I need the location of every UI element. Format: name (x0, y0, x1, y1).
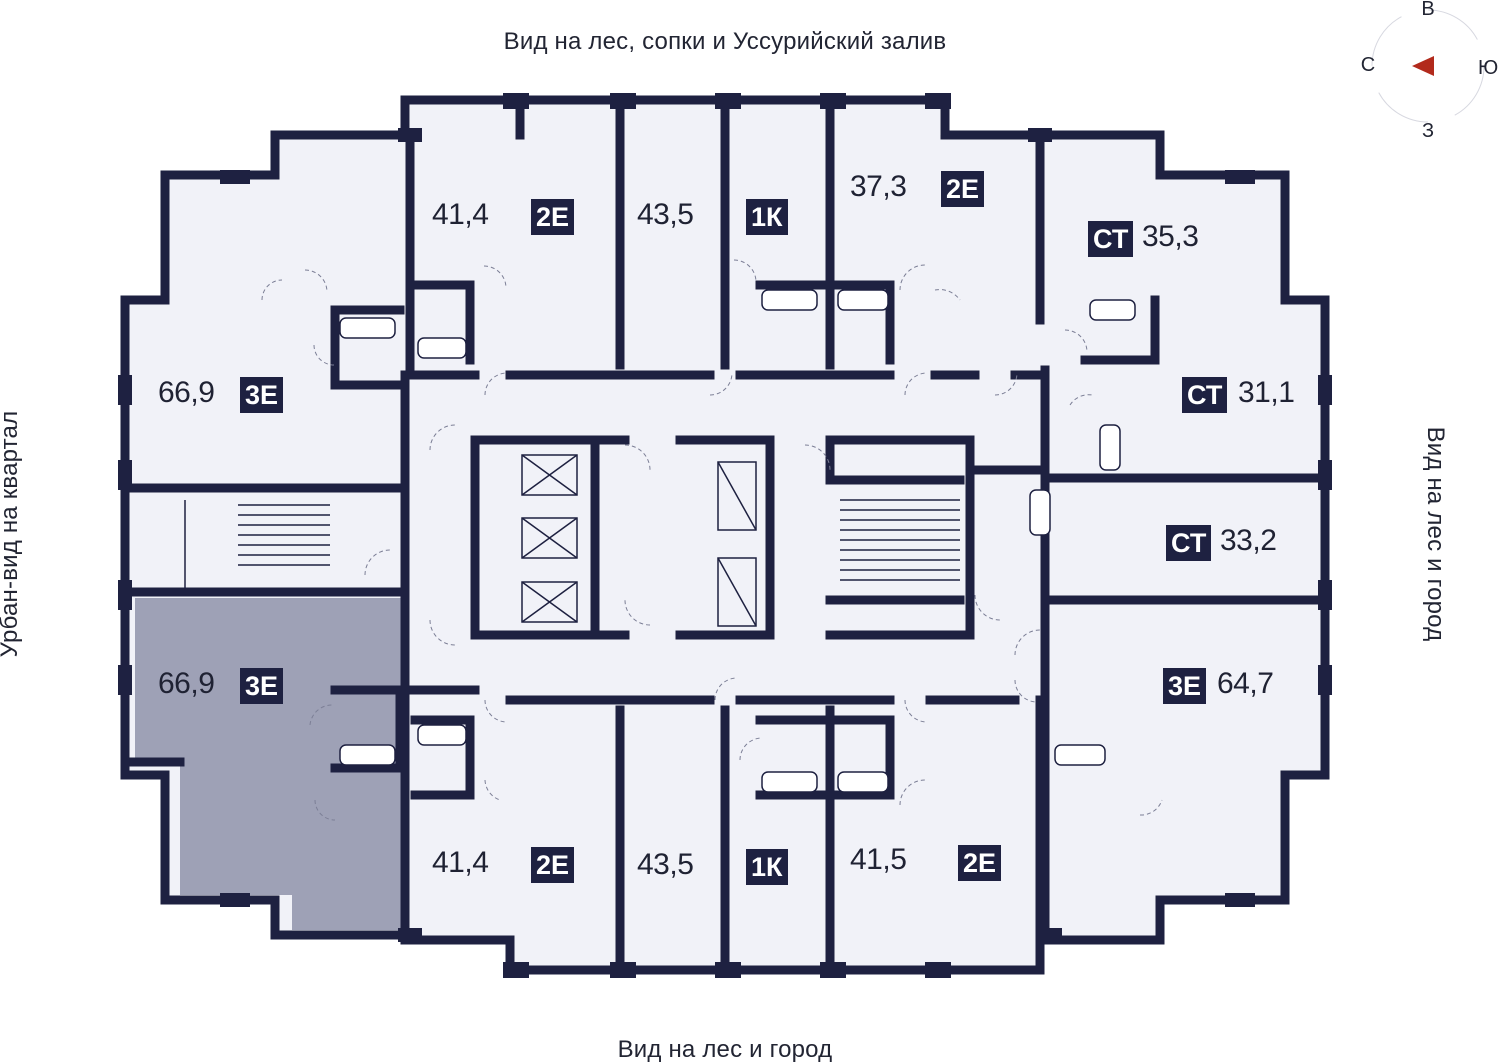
apartment-type-3[interactable]: 2Е (941, 171, 985, 207)
compass-ring (1371, 9, 1485, 123)
compass-east: Ю (1478, 57, 1499, 79)
view-label-left: Урбан-вид на квартал (0, 410, 23, 658)
view-label-bottom: Вид на лес и город (617, 1036, 833, 1063)
walls (120, 95, 1330, 975)
door-swings (261, 259, 1163, 821)
apartment-type-6[interactable]: СТ (1182, 377, 1228, 413)
compass-arrow-icon (1412, 56, 1434, 76)
apartment-type-4[interactable]: СТ (1088, 221, 1134, 257)
apartment-type-2[interactable]: 1К (746, 199, 788, 235)
apartment-type-1[interactable]: 2Е (531, 199, 575, 235)
apartment-type-8[interactable]: 3Е (240, 668, 284, 704)
apartment-area-10[interactable]: 41,4 (432, 846, 489, 879)
apartment-area-11[interactable]: 43,5 (637, 848, 694, 881)
apartment-area-3[interactable]: 37,3 (850, 170, 907, 203)
compass-south: З (1421, 120, 1435, 142)
apartment-type-5[interactable]: 3Е (240, 377, 284, 413)
bath-fixtures (339, 289, 1136, 793)
elevator-shafts (184, 454, 960, 627)
apartment-type-7[interactable]: СТ (1166, 525, 1212, 561)
apartment-type-10[interactable]: 2Е (531, 847, 575, 883)
apartment-area-6[interactable]: 31,1 (1238, 376, 1295, 409)
apartment-area-4[interactable]: 35,3 (1142, 220, 1199, 253)
view-label-top: Вид на лес, сопки и Уссурийский залив (503, 28, 947, 55)
wall-pillars (118, 93, 1332, 978)
apartment-area-8[interactable]: 66,9 (158, 667, 215, 700)
selected-apartment-fill[interactable] (135, 598, 402, 930)
apartment-area-2[interactable]: 43,5 (637, 198, 694, 231)
apartment-area-9[interactable]: 64,7 (1217, 667, 1274, 700)
apartment-type-12[interactable]: 2Е (958, 845, 1002, 881)
compass: В С Ю З (1360, 0, 1500, 142)
view-label-right: Вид на лес и город (1422, 426, 1449, 642)
apartment-area-7[interactable]: 33,2 (1220, 524, 1277, 557)
compass-north: В (1421, 0, 1435, 20)
apartment-area-12[interactable]: 41,5 (850, 843, 907, 876)
apartment-type-11[interactable]: 1К (746, 849, 788, 885)
compass-west: С (1360, 54, 1376, 76)
floor-fill (125, 100, 1325, 970)
apartment-area-5[interactable]: 66,9 (158, 376, 215, 409)
apartment-type-9[interactable]: 3Е (1163, 668, 1207, 704)
apartment-area-1[interactable]: 41,4 (432, 198, 489, 231)
